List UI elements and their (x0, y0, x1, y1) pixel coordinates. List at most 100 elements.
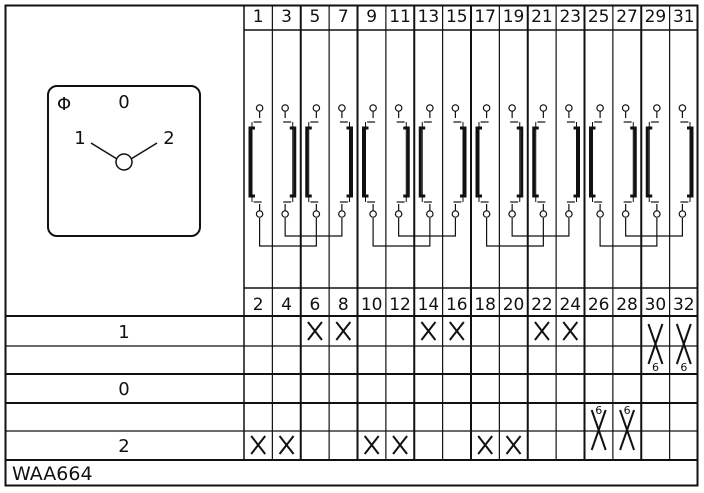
x-stroke (335, 321, 352, 341)
contact-pair (475, 104, 570, 247)
terminal-dot (426, 104, 434, 112)
link-wire (486, 218, 544, 247)
terminal-dot (338, 210, 346, 218)
terminal-dot (281, 104, 289, 112)
top-terminal-label: 29 (645, 7, 667, 27)
mark-note: 6 (680, 361, 687, 374)
contact-pair (532, 104, 580, 218)
dial-position-0: 0 (118, 92, 129, 113)
dial-pointer-right (130, 142, 158, 160)
contact-pair (645, 104, 694, 218)
top-terminal-label: 17 (474, 7, 496, 27)
top-terminal-label: 15 (446, 7, 468, 27)
x-stroke (477, 435, 493, 455)
top-terminal-label: 5 (310, 7, 321, 27)
closed-mark (449, 321, 465, 341)
top-terminal-label: 13 (418, 7, 440, 27)
closed-mark (534, 321, 550, 341)
top-terminal-label: 9 (366, 7, 377, 27)
bottom-terminal-label: 22 (531, 295, 553, 315)
terminal-dot (451, 104, 460, 112)
terminal-dot (281, 210, 289, 218)
link-wire (372, 218, 431, 247)
terminal-dot (394, 104, 403, 112)
link-wire (511, 218, 570, 237)
terminal-dot (621, 210, 630, 218)
bottom-terminal-label: 12 (389, 295, 411, 315)
terminal-dot (338, 104, 346, 112)
top-terminal-label: 31 (673, 7, 695, 27)
mark-note: 6 (595, 404, 602, 417)
dial-position-1: 1 (74, 128, 85, 149)
contact-elements (248, 104, 694, 247)
terminal-dot (508, 104, 516, 112)
top-terminal-label: 11 (389, 7, 411, 27)
terminal-dot (255, 210, 264, 218)
link-wire (398, 218, 456, 237)
top-terminal-label: 21 (531, 7, 553, 27)
terminal-dot (565, 104, 573, 112)
terminal-dot (482, 104, 491, 112)
x-stroke (420, 321, 437, 341)
terminal-dot (539, 210, 548, 218)
switch-dial: Φ 0 1 2 (47, 85, 201, 237)
closed-contact-marks: 6 6 6 6 (250, 321, 692, 455)
closed-mark (307, 321, 323, 341)
terminal-dot (508, 210, 516, 218)
terminal-dot (482, 210, 491, 218)
terminal-dot (596, 210, 604, 218)
top-terminal-label: 27 (616, 7, 638, 27)
type-code: WAA664 (12, 463, 93, 485)
terminal-dot (678, 104, 687, 112)
link-wire (284, 218, 343, 237)
terminal-dot (369, 104, 377, 112)
terminal-dot (369, 210, 377, 218)
dial-pointer-left (90, 142, 118, 160)
bottom-terminal-label: 24 (559, 295, 581, 315)
x-stroke (534, 321, 550, 341)
bottom-terminal-label: 10 (361, 295, 383, 315)
bottom-terminal-label: 16 (446, 295, 468, 315)
link-wire (625, 218, 683, 237)
closed-mark (647, 323, 664, 365)
terminal-dot (255, 104, 264, 112)
mark-note: 6 (652, 361, 659, 374)
dial-symbol: Φ (57, 94, 71, 115)
terminal-dot (312, 210, 321, 218)
terminal-dot (426, 210, 434, 218)
closed-mark (250, 435, 266, 455)
bottom-terminal-label: 4 (281, 295, 292, 315)
dial-knob (115, 153, 133, 171)
position-label-0: 0 (118, 379, 129, 400)
table-grid (6, 6, 698, 461)
x-stroke (278, 435, 295, 455)
bottom-terminal-label: 14 (418, 295, 440, 315)
bottom-terminal-label: 6 (310, 295, 321, 315)
x-stroke (363, 435, 380, 455)
x-stroke (590, 409, 607, 451)
top-terminal-label: 3 (281, 7, 292, 27)
x-stroke (307, 321, 323, 341)
mark-note: 6 (624, 404, 631, 417)
terminal-dot (653, 104, 661, 112)
x-stroke (449, 321, 465, 341)
closed-mark (590, 409, 607, 451)
top-terminal-label: 19 (503, 7, 525, 27)
closed-mark (505, 435, 522, 455)
dial-box (47, 85, 201, 237)
bottom-terminal-label: 30 (645, 295, 667, 315)
closed-mark (335, 321, 352, 341)
position-label-2: 2 (118, 436, 129, 457)
bottom-terminal-label: 20 (503, 295, 525, 315)
top-terminal-label: 1 (253, 7, 264, 27)
terminal-dot (621, 104, 630, 112)
bottom-terminal-label: 18 (474, 295, 496, 315)
link-wire (259, 218, 317, 247)
closed-mark (675, 323, 692, 365)
x-stroke (675, 323, 692, 365)
closed-mark (619, 409, 636, 451)
contact-pair (305, 104, 353, 218)
bottom-terminal-label: 26 (588, 295, 610, 315)
terminal-dot (565, 210, 573, 218)
